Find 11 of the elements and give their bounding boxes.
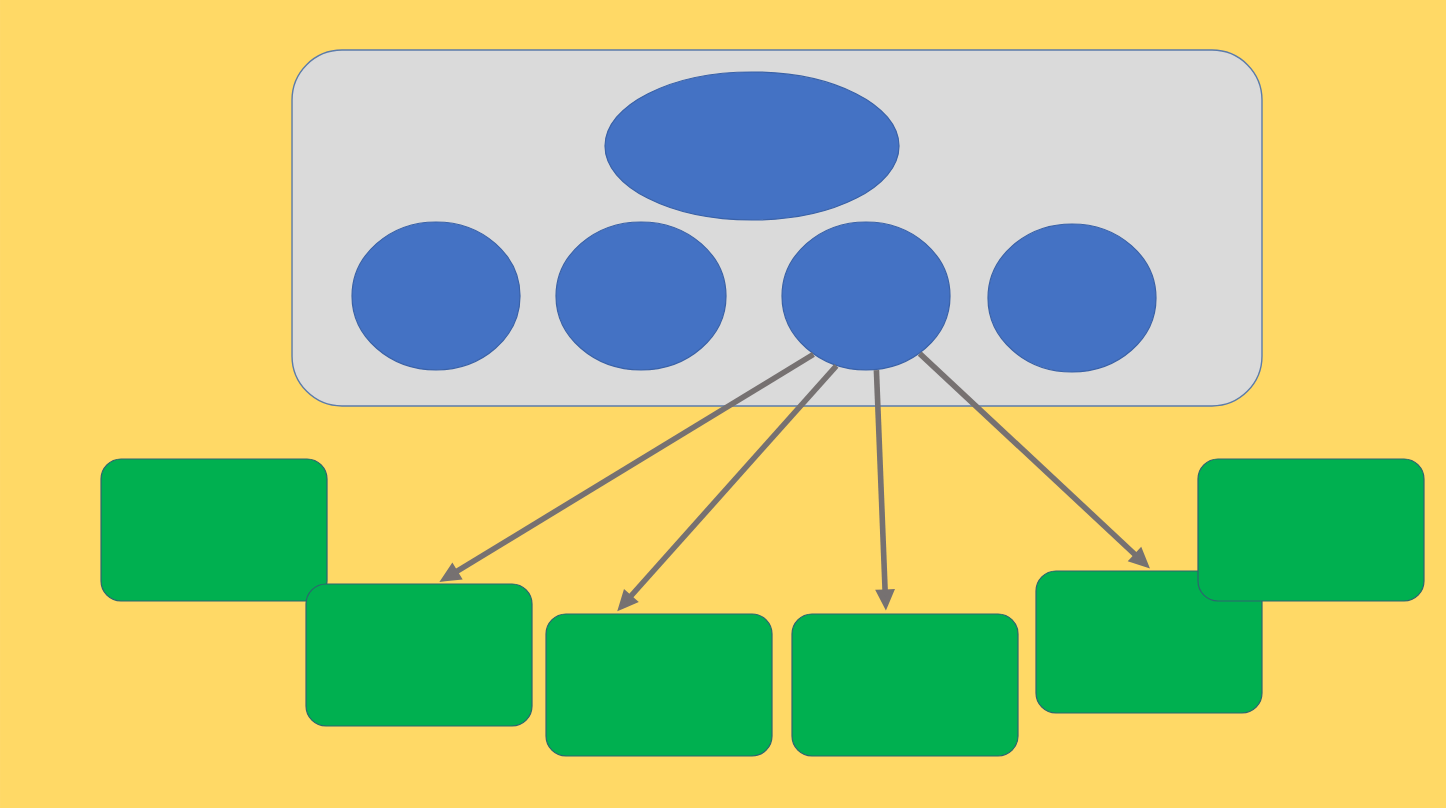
ellipse (351, 221, 521, 371)
ellipse (987, 223, 1157, 373)
rounded-box (1035, 570, 1263, 714)
rounded-box (100, 458, 328, 602)
ellipse (781, 221, 951, 371)
rounded-box (1197, 458, 1425, 602)
rounded-box (791, 613, 1019, 757)
rounded-box (305, 583, 533, 727)
ellipse (555, 221, 727, 371)
rounded-box (545, 613, 773, 757)
ellipse (604, 71, 900, 221)
